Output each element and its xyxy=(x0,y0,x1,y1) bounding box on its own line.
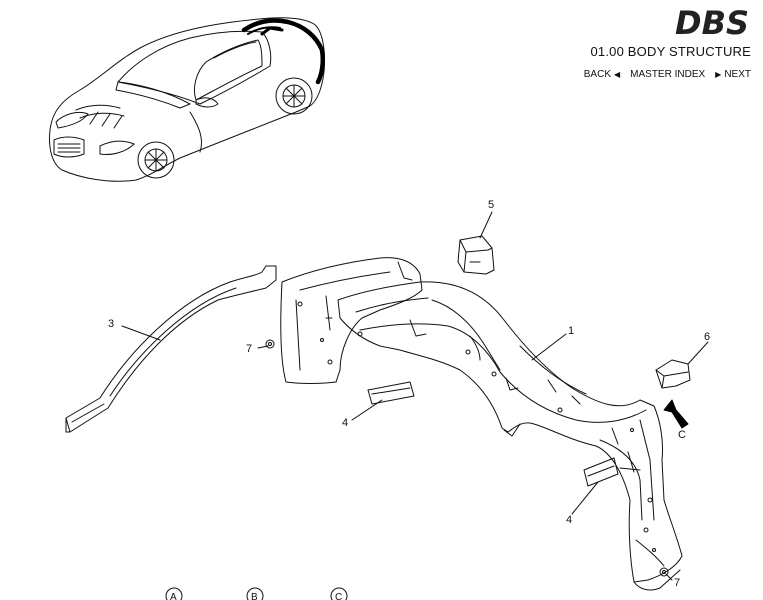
section-title: 01.00 BODY STRUCTURE xyxy=(590,44,751,59)
callout-1: 1 xyxy=(568,325,574,337)
callout-7-upper: 7 xyxy=(246,343,252,355)
part-1-inner-panel xyxy=(337,281,683,591)
car-overview xyxy=(49,17,326,182)
part-5-bracket xyxy=(457,235,495,275)
dbs-logo: DBS xyxy=(675,4,749,42)
view-marker-b: B xyxy=(251,592,258,600)
part-4-plate-upper xyxy=(367,381,415,405)
next-link-label: NEXT xyxy=(724,69,751,80)
view-marker-c: C xyxy=(335,592,342,600)
back-link-label: BACK xyxy=(583,69,611,80)
part-6-bracket xyxy=(655,359,691,389)
callout-view-c-arrow: C xyxy=(678,429,686,441)
back-arrow-icon: ◀ xyxy=(614,70,621,79)
rear-arch-panel xyxy=(280,257,423,384)
direction-arrow-icon xyxy=(663,399,689,429)
callout-3: 3 xyxy=(108,318,114,330)
callout-4-lower: 4 xyxy=(566,514,572,526)
callout-4-upper: 4 xyxy=(342,417,348,429)
part-7-fastener-upper xyxy=(265,339,275,349)
back-link[interactable]: BACK ◀ xyxy=(584,69,620,80)
part-4-plate-lower xyxy=(583,457,619,487)
callout-7-lower: 7 xyxy=(674,577,680,589)
master-index-link[interactable]: MASTER INDEX xyxy=(630,69,706,80)
navigation-bar: BACK ◀ MASTER INDEX ▶ NEXT xyxy=(584,69,751,80)
callout-6: 6 xyxy=(704,331,710,343)
next-link[interactable]: ▶ NEXT xyxy=(715,69,751,80)
next-arrow-icon: ▶ xyxy=(715,70,722,79)
view-marker-a: A xyxy=(170,592,177,600)
callout-5: 5 xyxy=(488,199,494,211)
part-7-fastener-lower xyxy=(659,567,669,577)
part-3-seal-strip xyxy=(65,265,277,433)
leader-lines xyxy=(121,211,709,581)
logo-text: DBS xyxy=(675,4,749,42)
